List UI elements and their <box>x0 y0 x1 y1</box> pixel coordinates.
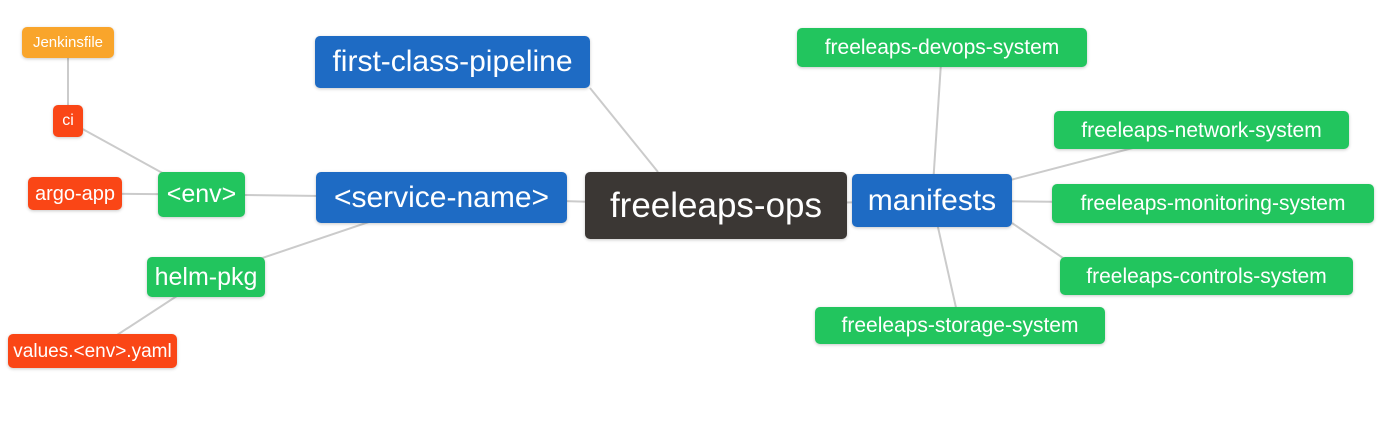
edge-manifests-to-freeleaps-controls-system <box>1011 222 1064 259</box>
node-freeleaps-monitoring-system[interactable]: freeleaps-monitoring-system <box>1052 184 1374 223</box>
node-ci[interactable]: ci <box>53 105 83 137</box>
edge-first-class-pipeline-to-freeleaps-ops <box>589 87 659 173</box>
node-argo-app[interactable]: argo-app <box>28 177 122 210</box>
node-values-env-yaml[interactable]: values.<env>.yaml <box>8 334 177 368</box>
node-freeleaps-devops-system[interactable]: freeleaps-devops-system <box>797 28 1087 67</box>
node-env[interactable]: <env> <box>158 172 245 217</box>
node-service-name[interactable]: <service-name> <box>316 172 567 223</box>
node-manifests[interactable]: manifests <box>852 174 1012 227</box>
node-first-class-pipeline[interactable]: first-class-pipeline <box>315 36 590 88</box>
node-helm-pkg[interactable]: helm-pkg <box>147 257 265 297</box>
node-freeleaps-network-system[interactable]: freeleaps-network-system <box>1054 111 1349 149</box>
node-jenkinsfile[interactable]: Jenkinsfile <box>22 27 114 58</box>
node-freeleaps-controls-system[interactable]: freeleaps-controls-system <box>1060 257 1353 295</box>
node-freeleaps-storage-system[interactable]: freeleaps-storage-system <box>815 307 1105 344</box>
node-freeleaps-ops[interactable]: freeleaps-ops <box>585 172 847 239</box>
